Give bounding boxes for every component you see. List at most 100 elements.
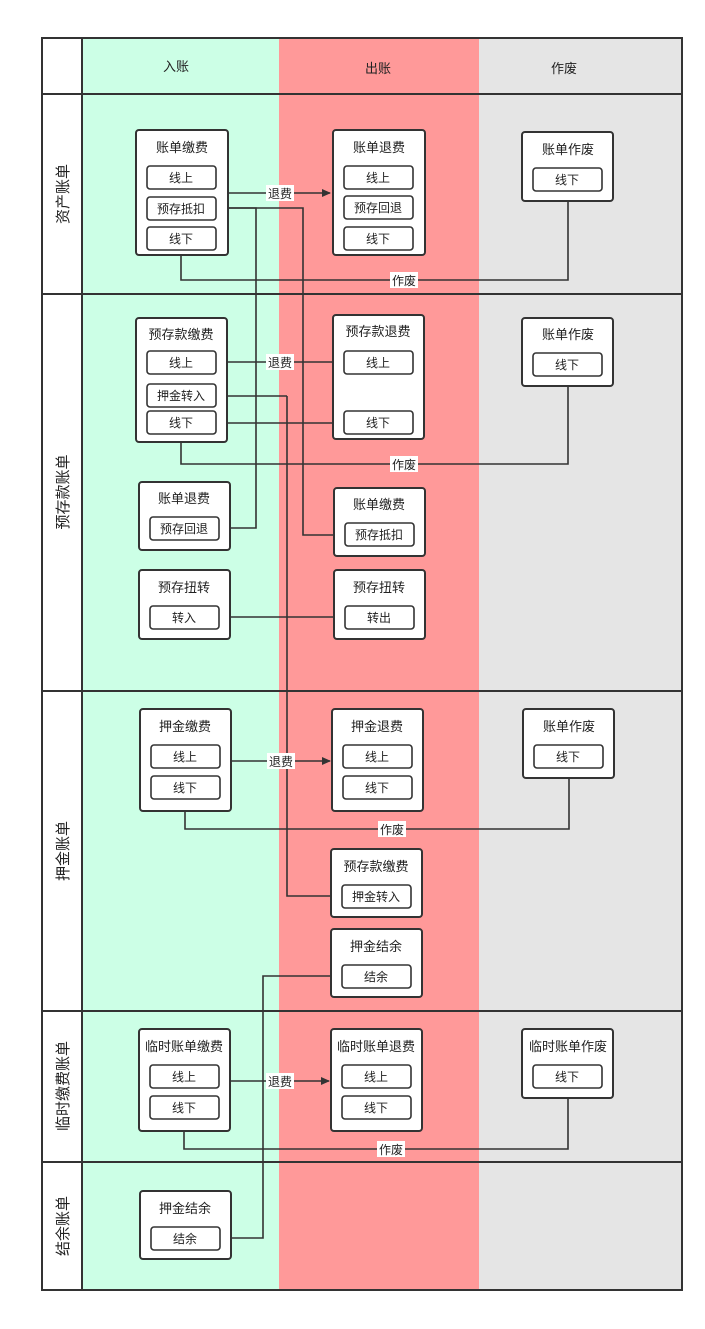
pill-label: 押金转入 <box>157 388 205 403</box>
pill <box>149 1064 220 1089</box>
edge-temp-void <box>183 1089 572 1150</box>
box-title: 账单缴费 <box>156 141 208 156</box>
edge-balance-link <box>221 972 350 1242</box>
box-title: 预存款退费 <box>345 325 410 340</box>
box-title: 押金结余 <box>159 1201 211 1217</box>
edge-deposit-void <box>184 770 573 830</box>
pill <box>343 165 414 190</box>
pill-label: 线上 <box>169 171 193 185</box>
pill <box>341 1095 412 1120</box>
pill <box>146 383 217 408</box>
pill-label: 预存回退 <box>160 522 208 536</box>
pill-label: 线下 <box>172 1101 196 1115</box>
pill <box>150 744 221 769</box>
box-title: 押金退费 <box>351 719 403 735</box>
pill-label: 线上 <box>364 1070 388 1084</box>
pill <box>532 167 603 192</box>
edge-prepay-void <box>180 378 572 465</box>
pill <box>150 775 221 800</box>
pill <box>149 1095 220 1120</box>
pill <box>343 350 414 375</box>
edge-asset-void <box>180 193 572 281</box>
pill-label: 线下 <box>173 781 197 795</box>
pill <box>146 410 217 435</box>
pill-label: 预存抵扣 <box>355 528 403 542</box>
column-header-in: 入账 <box>163 60 189 75</box>
pill <box>533 744 604 769</box>
edge-label-void: 作废 <box>380 822 404 837</box>
pill <box>146 196 217 221</box>
box-title: 账单退费 <box>158 492 210 507</box>
pill <box>532 1064 603 1089</box>
corner-cell <box>42 38 82 94</box>
pill-label: 线下 <box>364 1101 388 1115</box>
pill <box>343 410 414 435</box>
edge-label-refund: 退费 <box>268 1075 292 1089</box>
pill <box>344 522 415 547</box>
pill-label: 线下 <box>555 358 579 372</box>
box-title: 预存款缴费 <box>343 860 408 875</box>
pill-label: 预存抵扣 <box>157 202 205 216</box>
box-title: 账单作废 <box>542 142 594 158</box>
pill-label: 结余 <box>364 969 388 984</box>
pill-label: 线下 <box>169 416 193 430</box>
edge-label-refund: 退费 <box>268 187 292 201</box>
lane-header-asset: 资产账单 <box>54 164 72 224</box>
pill-label: 线下 <box>366 416 390 430</box>
box-title: 预存扭转 <box>353 581 405 596</box>
pill <box>149 516 220 541</box>
pill-label: 线下 <box>556 750 580 764</box>
column-header-void: 作废 <box>551 61 577 77</box>
pill <box>341 1064 412 1089</box>
pill-label: 线下 <box>169 232 193 246</box>
pill-label: 转入 <box>172 610 196 625</box>
box-title: 预存款缴费 <box>148 328 213 343</box>
box-title: 临时账单退费 <box>337 1040 415 1055</box>
pill <box>150 1226 221 1251</box>
box-prepay-refund <box>332 314 425 440</box>
pill-label: 线下 <box>555 173 579 187</box>
box-title: 临时账单作废 <box>529 1039 607 1055</box>
box-title: 账单缴费 <box>353 498 405 513</box>
lane-header-deposit: 押金账单 <box>54 821 72 881</box>
box-asset-pay <box>135 129 229 256</box>
column-header-out: 出账 <box>365 62 391 77</box>
edge-label-void: 作废 <box>392 457 416 472</box>
box-title: 账单退费 <box>353 141 405 156</box>
pill-label: 线上 <box>173 750 197 764</box>
pill <box>342 775 413 800</box>
pill-label: 线上 <box>172 1070 196 1084</box>
swimlane-grid <box>41 37 683 1291</box>
pill-label: 线下 <box>555 1070 579 1084</box>
pill <box>146 165 217 190</box>
lane-header-prepay: 预存款账单 <box>54 454 72 529</box>
pill-label: 线下 <box>365 781 389 795</box>
pill-label: 线上 <box>366 171 390 185</box>
pill-label: 线上 <box>366 356 390 370</box>
pill <box>344 605 415 630</box>
pill-label: 押金转入 <box>352 889 400 904</box>
pill <box>532 352 603 377</box>
pill <box>149 605 220 630</box>
box-asset-refund <box>332 129 426 256</box>
box-title: 临时账单缴费 <box>145 1040 223 1055</box>
pill-label: 线上 <box>365 750 389 764</box>
pill-label: 线上 <box>169 356 193 370</box>
box-title: 押金结余 <box>350 939 402 955</box>
pill <box>341 884 412 909</box>
box-title: 账单作废 <box>542 327 594 343</box>
edge-label-void: 作废 <box>379 1142 403 1157</box>
box-title: 预存扭转 <box>158 581 210 596</box>
pill-label: 线下 <box>366 232 390 246</box>
column-void-bg <box>479 38 682 1290</box>
pill <box>341 964 412 989</box>
pill <box>342 744 413 769</box>
edge-deposit-in-trunk <box>286 396 343 900</box>
pill-label: 预存回退 <box>354 201 402 215</box>
lane-header-balance: 结余账单 <box>54 1196 72 1256</box>
edge-prededuct-to-billpay <box>216 207 344 539</box>
edge-label-void: 作废 <box>392 273 416 288</box>
pill <box>343 195 414 220</box>
edge-label-refund: 退费 <box>268 356 292 370</box>
